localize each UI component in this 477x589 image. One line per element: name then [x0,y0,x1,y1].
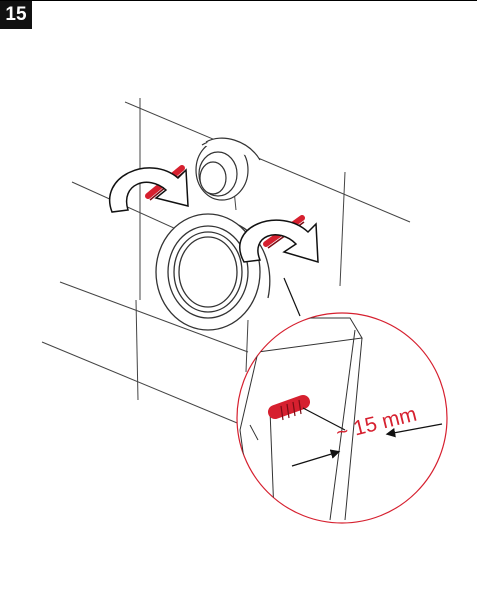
threaded-fitting [155,213,271,331]
dimension-lines [291,407,443,467]
rotate-arrow-left [109,167,189,213]
detail-magnifier [236,312,448,524]
wall-connector [195,137,261,201]
detail-pointer-line [283,277,301,317]
rotate-arrow-right [239,219,319,264]
step-number-badge: 15 [0,1,32,29]
top-rule [0,0,477,1]
detail-screw [268,395,310,421]
